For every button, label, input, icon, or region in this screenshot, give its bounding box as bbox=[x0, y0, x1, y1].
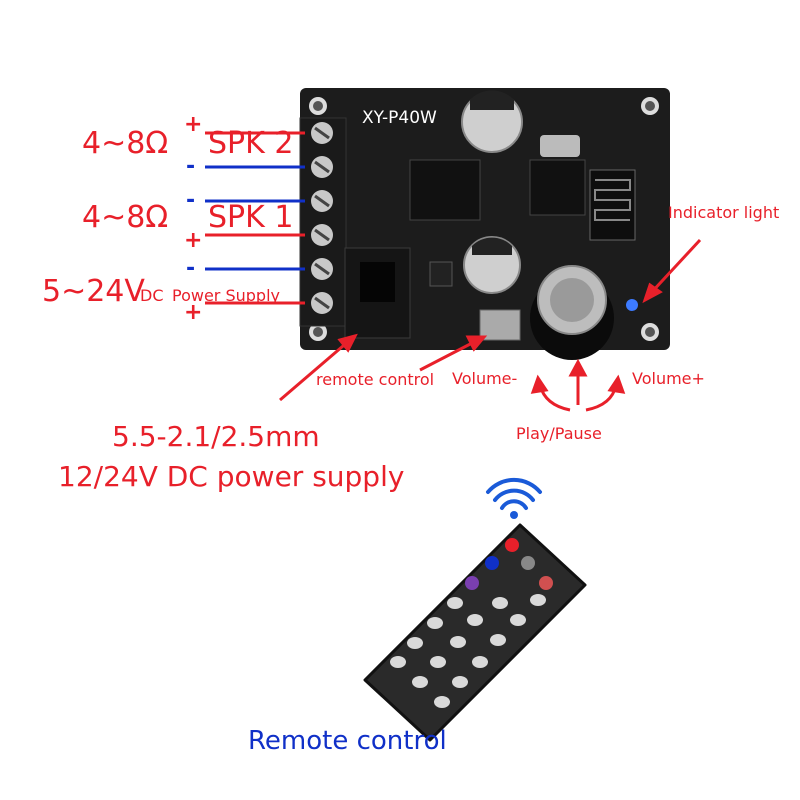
spk2-plus: + bbox=[184, 112, 203, 137]
play-pause-label: Play/Pause bbox=[516, 424, 602, 443]
jack-size-label: 5.5-2.1/2.5mm bbox=[112, 420, 320, 453]
supply-plus: + bbox=[184, 300, 203, 325]
supply-minus: - bbox=[186, 256, 196, 281]
spk1-minus: - bbox=[186, 188, 196, 213]
supply-label: Power Supply bbox=[172, 286, 280, 305]
volume-up-label: Volume+ bbox=[632, 369, 705, 388]
capacitor-top bbox=[461, 90, 523, 153]
remote-control bbox=[363, 523, 587, 742]
callout-arrows bbox=[279, 238, 702, 412]
capacitor-bottom bbox=[463, 236, 521, 294]
spk1-label: SPK 1 bbox=[208, 200, 294, 235]
spk1-plus: + bbox=[184, 228, 203, 253]
screw-terminal bbox=[299, 117, 347, 327]
rotary-knob bbox=[530, 265, 614, 360]
remote-control-label: remote control bbox=[316, 370, 435, 389]
spk2-minus: - bbox=[186, 154, 196, 179]
indicator-light-label: Indicator light bbox=[668, 203, 780, 222]
remote-caption: Remote control bbox=[248, 726, 447, 756]
wiring-lines bbox=[205, 131, 305, 305]
spk2-impedance: 4~8Ω bbox=[82, 126, 169, 161]
spk2-label: SPK 2 bbox=[208, 126, 294, 161]
supply-voltage: 5~24V bbox=[42, 274, 145, 309]
ir-signal-icon bbox=[486, 477, 542, 519]
supply-prefix: DC bbox=[140, 286, 164, 305]
volume-down-label: Volume- bbox=[452, 369, 518, 388]
jack-supply-label: 12/24V DC power supply bbox=[58, 460, 405, 493]
board-model: XY-P40W bbox=[362, 108, 437, 128]
spk1-impedance: 4~8Ω bbox=[82, 200, 169, 235]
